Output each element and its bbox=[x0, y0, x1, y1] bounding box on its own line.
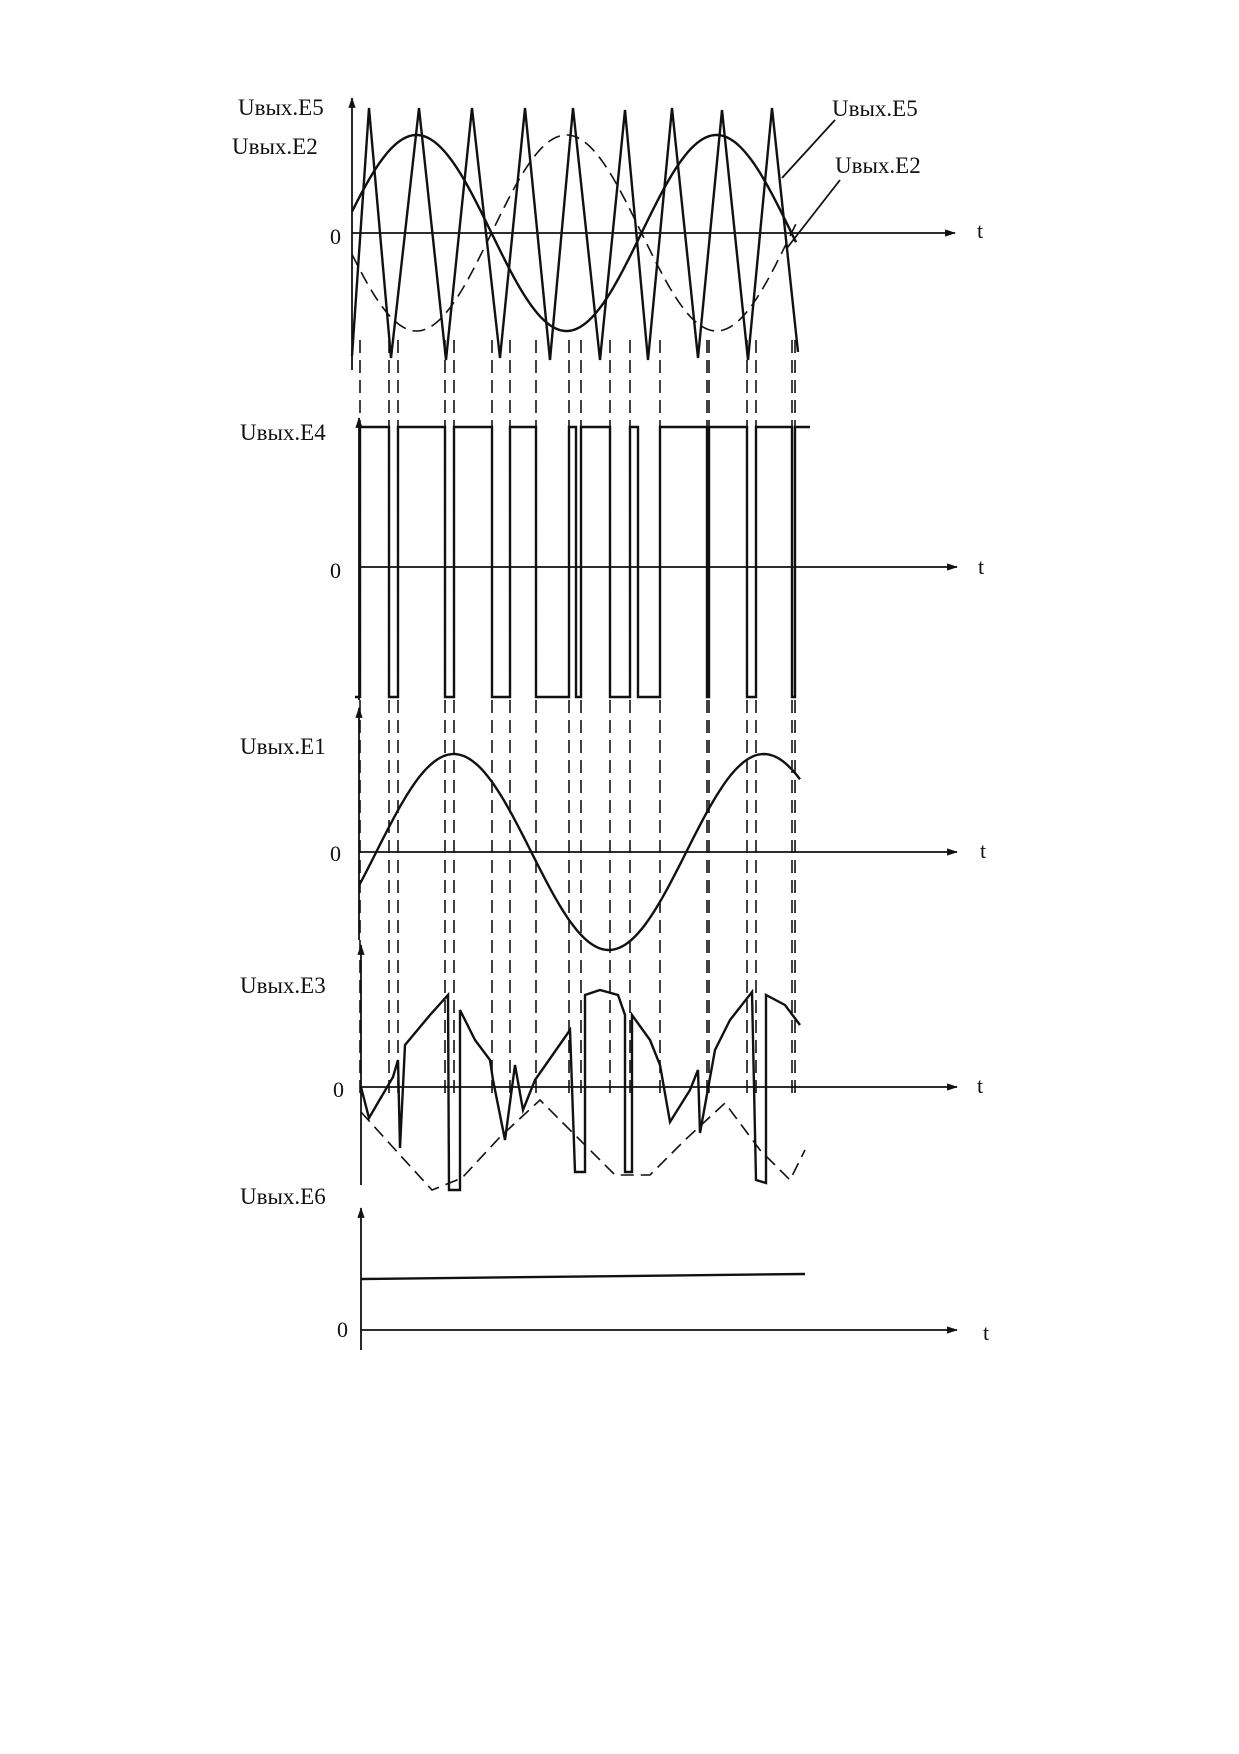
curve-label-e5: Uвых.E5 bbox=[832, 96, 918, 121]
sine-reference-e2-dashed bbox=[351, 134, 797, 332]
panel-e5-e2-time-label: t bbox=[977, 218, 983, 243]
panel-e3-label: Uвых.E3 bbox=[240, 973, 326, 998]
panel-e4-time-label: t bbox=[978, 554, 984, 579]
panel-e1-zero-label: 0 bbox=[330, 841, 341, 866]
panel-e6: Uвых.E6 0 t bbox=[240, 1184, 989, 1350]
panel-e6-zero-label: 0 bbox=[337, 1317, 348, 1342]
pwm-signal-e4 bbox=[355, 425, 810, 699]
sine-output-e1 bbox=[357, 752, 801, 952]
panel-e5-e2-label-e2: Uвых.E2 bbox=[232, 134, 318, 159]
panel-e4-label: Uвых.E4 bbox=[240, 420, 326, 445]
panel-e5-e2: Uвых.E5 Uвых.E2 0 t Uвых.E5 Uвых.E2 bbox=[232, 95, 983, 370]
panel-e3: Uвых.E3 0 t bbox=[240, 944, 983, 1192]
panel-e1-time-label: t bbox=[980, 838, 986, 863]
curve-leader-e5 bbox=[781, 119, 836, 179]
panel-e6-label: Uвых.E6 bbox=[240, 1184, 326, 1209]
dc-level-e6 bbox=[360, 1272, 806, 1281]
envelope-e3-dashed bbox=[360, 1098, 806, 1191]
panel-e1: Uвых.E1 0 t bbox=[240, 707, 986, 952]
panel-e4-zero-label: 0 bbox=[330, 558, 341, 583]
panel-e5-e2-label-e5: Uвых.E5 bbox=[238, 95, 324, 120]
panel-e4: Uвых.E4 0 t bbox=[240, 417, 984, 700]
curve-leader-e2 bbox=[786, 179, 841, 249]
sine-reference-e2-solid bbox=[350, 133, 798, 333]
panel-e3-time-label: t bbox=[977, 1073, 983, 1098]
curve-label-e2: Uвых.E2 bbox=[835, 153, 921, 178]
panel-e1-label: Uвых.E1 bbox=[240, 734, 326, 759]
modulated-signal-e3 bbox=[359, 988, 801, 1192]
panel-e5-e2-zero-label: 0 bbox=[330, 224, 341, 249]
panel-e6-time-label: t bbox=[983, 1320, 989, 1345]
triangle-carrier-e5 bbox=[350, 107, 800, 361]
projection-lines bbox=[359, 340, 796, 1100]
panel-e3-zero-label: 0 bbox=[333, 1077, 344, 1102]
